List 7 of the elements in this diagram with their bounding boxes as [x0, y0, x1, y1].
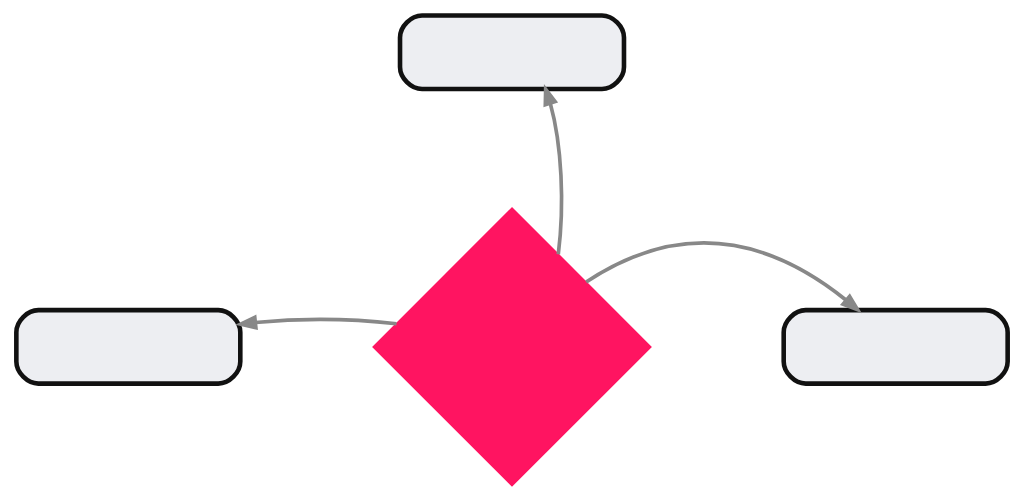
node-diamond: [372, 206, 652, 487]
node-box: [781, 307, 1010, 386]
arrow: [543, 83, 564, 255]
node-box: [14, 307, 243, 386]
node-box: [397, 13, 627, 92]
arrow: [585, 241, 862, 314]
arrow: [235, 314, 397, 330]
